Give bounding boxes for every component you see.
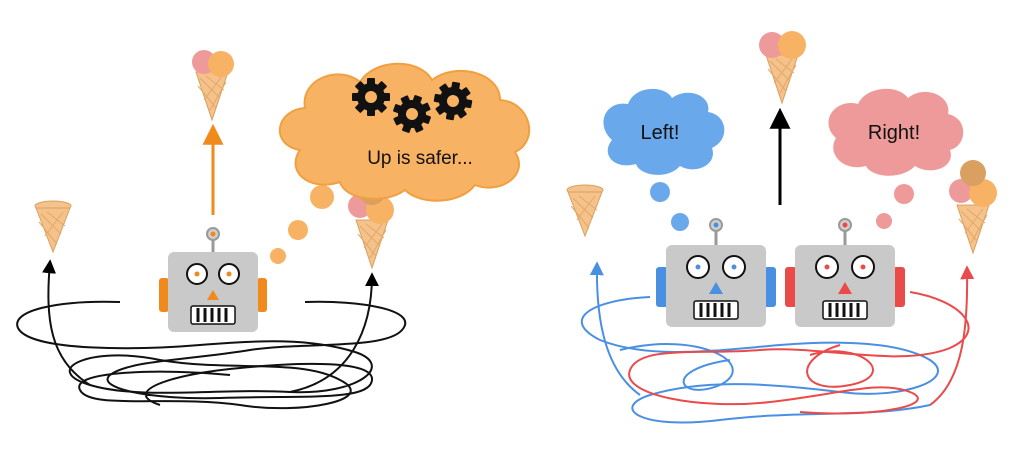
ice-cream-cone-icon <box>192 50 234 121</box>
robot-icon <box>656 218 776 327</box>
blue-arrow-to-left-cone <box>589 261 641 396</box>
right-panel: Left! Right! <box>566 31 997 424</box>
gear-icon <box>352 78 390 116</box>
thought-bubble-icon: Right! <box>828 88 964 229</box>
ice-cream-cone-icon <box>566 184 604 237</box>
ice-cream-cone-icon <box>949 160 997 254</box>
scribble-trajectories <box>16 259 406 410</box>
red-arrow-to-right-cone <box>929 265 975 406</box>
ice-cream-cone-icon <box>34 200 72 253</box>
ice-cream-cone-icon <box>759 31 806 104</box>
left-panel: Up is safer... <box>16 50 531 410</box>
scribble-to-right-cone <box>289 272 379 393</box>
thought-dots <box>270 185 334 264</box>
thought-text: Up is safer... <box>367 148 473 169</box>
thought-bubble-icon: Left! <box>603 88 725 231</box>
left-robot-thought: Left! <box>641 122 680 144</box>
scribble-to-left-cone <box>42 259 91 386</box>
red-trajectories <box>628 265 975 415</box>
right-robot-thought: Right! <box>868 122 920 144</box>
robot-icon <box>159 227 267 332</box>
thought-bubble-icon: Up is safer... <box>279 62 531 202</box>
robot-icon <box>785 218 905 327</box>
